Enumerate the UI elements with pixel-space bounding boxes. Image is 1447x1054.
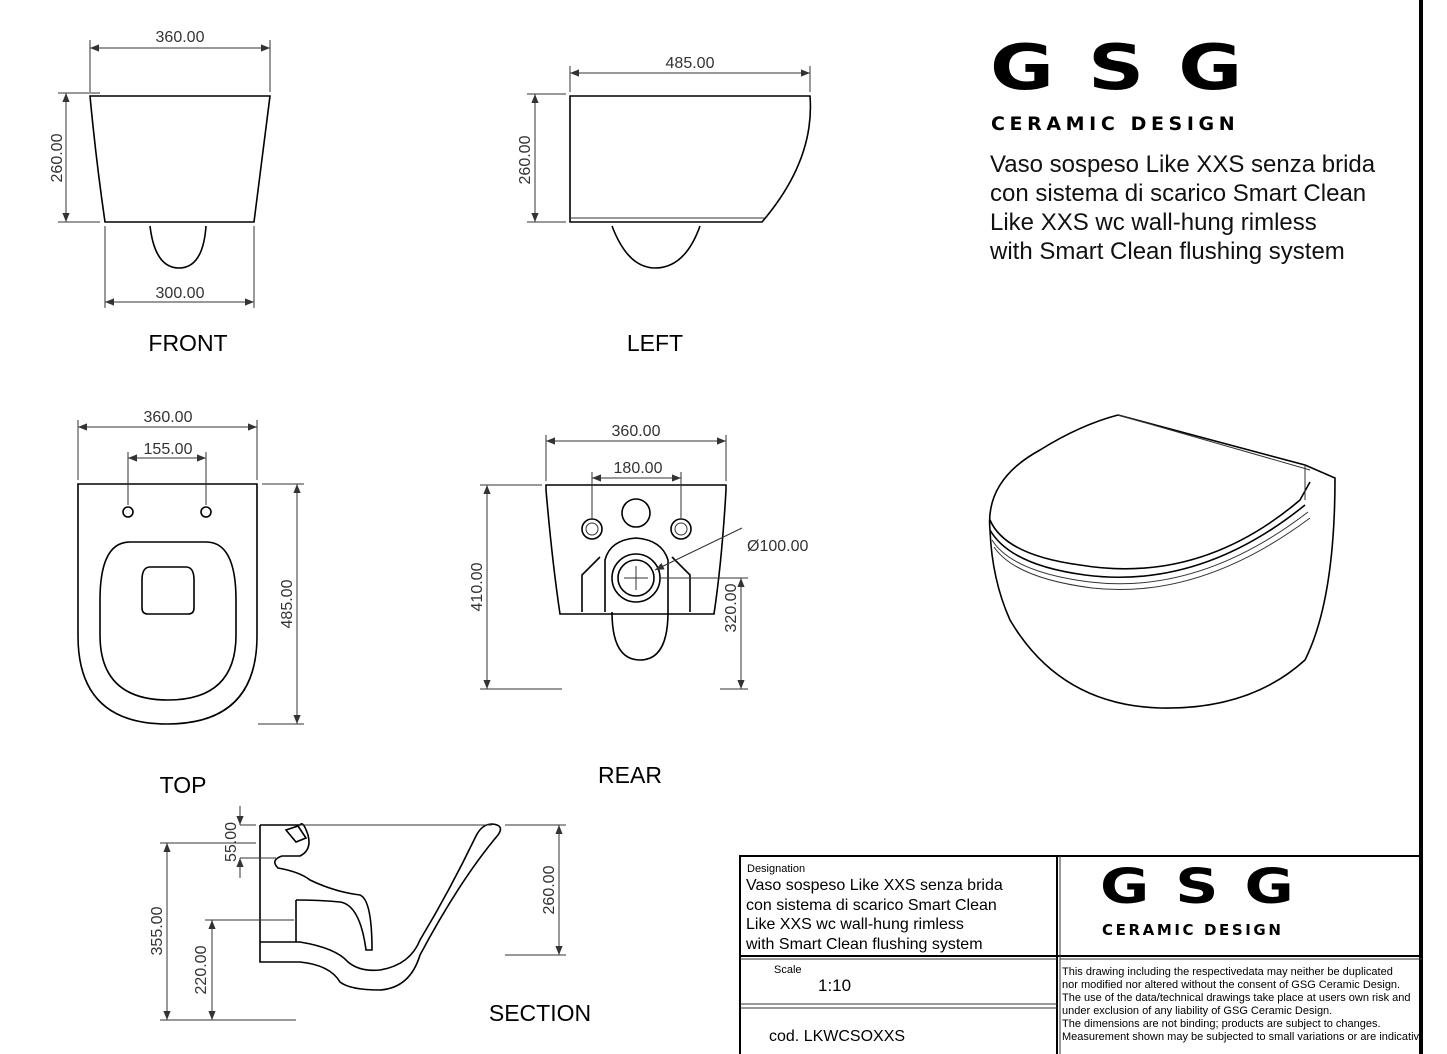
disclaimer-line4: under exclusion of any liability of GSG … <box>1062 1005 1333 1017</box>
left-depth-dim: 485.00 <box>666 55 715 72</box>
brand-logo-header: GSG CERAMIC DESIGN <box>990 36 1350 135</box>
product-title-line1: Vaso sospeso Like XXS senza brida <box>990 151 1376 178</box>
front-base-dim: 300.00 <box>156 285 205 302</box>
section-view-label: SECTION <box>489 1000 591 1026</box>
designation-line2: con sistema di scarico Smart Clean <box>746 896 997 914</box>
titleblock-logo-subtitle: CERAMIC DESIGN <box>1102 921 1284 939</box>
scale-label: Scale <box>774 964 802 976</box>
top-width-dim: 360.00 <box>144 409 193 426</box>
section-rim-dim: 55.00 <box>223 822 240 862</box>
top-depth-dim: 485.00 <box>279 579 296 628</box>
designation-line1: Vaso sospeso Like XXS senza brida <box>746 877 1003 894</box>
designation-text: Vaso sospeso Like XXS senza brida con si… <box>746 876 1003 954</box>
product-title-line2: con sistema di scarico Smart Clean <box>990 180 1367 207</box>
title-block <box>739 855 1423 1054</box>
product-title-line4: with Smart Clean flushing system <box>990 238 1345 265</box>
product-code: cod. LKWCSOXXS <box>769 1028 906 1045</box>
rear-width-dim: 360.00 <box>612 423 661 440</box>
product-title-line3: Like XXS wc wall-hung rimless <box>990 209 1317 236</box>
top-view: 360.00 155.00 485.00 TOP <box>77 409 304 798</box>
scale-value: 1:10 <box>818 976 852 995</box>
rear-holes-dim: 180.00 <box>614 460 663 477</box>
disclaimer: This drawing including the respectivedat… <box>1062 966 1420 1044</box>
left-view-label: LEFT <box>627 330 683 356</box>
brand-logo-titleblock: GSG CERAMIC DESIGN <box>1100 862 1390 946</box>
disclaimer-line2: nor modified nor altered without the con… <box>1062 979 1401 991</box>
designation-label: Designation <box>747 863 806 875</box>
disclaimer-line5: The dimensions are not binding; products… <box>1062 1018 1381 1030</box>
designation-line4: with Smart Clean flushing system <box>746 935 983 953</box>
front-view-label: FRONT <box>148 330 227 356</box>
rear-view-label: REAR <box>598 762 662 788</box>
product-title: Vaso sospeso Like XXS senza brida con si… <box>990 150 1375 266</box>
perspective-view <box>988 414 1336 709</box>
brand-subtitle: CERAMIC DESIGN <box>991 113 1240 135</box>
front-width-dim: 360.00 <box>156 29 205 46</box>
left-view: 485.00 260.00 LEFT <box>517 55 812 356</box>
top-view-label: TOP <box>160 772 207 798</box>
rear-height-dim: 410.00 <box>469 562 486 611</box>
disclaimer-line1: This drawing including the respectivedat… <box>1062 966 1393 978</box>
titleblock-logo-text: GSG <box>1100 858 1320 915</box>
front-view: 360.00 260.00 300.00 FRONT <box>49 29 271 356</box>
rear-view: 360.00 180.00 Ø100.00 410.00 320.00 REAR <box>469 423 808 788</box>
section-bowl-dim: 260.00 <box>541 865 558 914</box>
section-height-dim: 355.00 <box>149 906 166 955</box>
left-height-dim: 260.00 <box>517 135 534 184</box>
disclaimer-line3: The use of the data/technical drawings t… <box>1062 992 1411 1004</box>
rear-outlet-dim: Ø100.00 <box>747 538 808 555</box>
disclaimer-line6: Measurement shown may be subjected to sm… <box>1062 1031 1420 1043</box>
rear-outlet-height-dim: 320.00 <box>723 583 740 632</box>
section-view: 55.00 355.00 220.00 260.00 SECTION <box>149 806 591 1026</box>
top-holes-dim: 155.00 <box>144 441 193 458</box>
designation-line3: Like XXS wc wall-hung rimless <box>746 916 964 933</box>
front-height-dim: 260.00 <box>49 133 66 182</box>
brand-logo-text: GSG <box>990 32 1277 104</box>
section-outlet-dim: 220.00 <box>193 945 210 994</box>
